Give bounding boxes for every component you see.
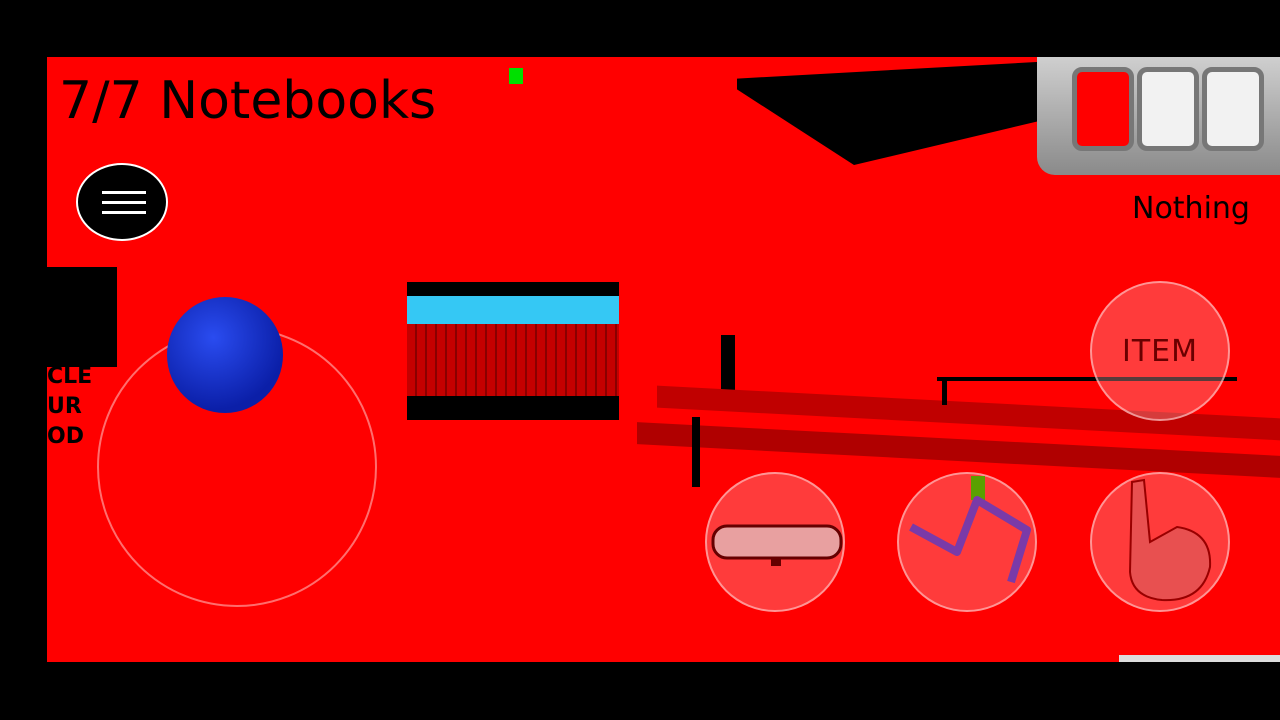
joystick-knob[interactable]: [167, 297, 283, 413]
bottom-bar: [1119, 655, 1280, 662]
item-slots: [1037, 57, 1280, 175]
left-wall-poster: [47, 267, 117, 367]
bench-rail: [937, 377, 1237, 381]
playground-window: [407, 282, 619, 420]
menu-button[interactable]: [76, 163, 168, 241]
game-viewport[interactable]: CLE UR OD 7/7 Notebooks Nothing ITEM: [47, 57, 1280, 662]
wall-text-line: CLE: [47, 364, 93, 389]
fence: [407, 324, 619, 396]
wall-poster-text: CLE UR OD: [47, 362, 92, 452]
interact-button[interactable]: [1090, 472, 1230, 612]
jump-stickman-icon: [909, 476, 1031, 584]
item-slot[interactable]: [1137, 67, 1199, 151]
jump-button[interactable]: [897, 472, 1037, 612]
hand-icon: [1128, 478, 1212, 602]
bench-leg: [692, 417, 700, 487]
item-slot[interactable]: [1202, 67, 1264, 151]
item-button-label: ITEM: [1121, 333, 1198, 369]
item-slot-selected[interactable]: [1072, 67, 1134, 151]
wall-text-line: UR: [47, 394, 82, 419]
wall-text-line: OD: [47, 424, 84, 449]
rear-view-mirror-icon: [711, 524, 843, 566]
look-back-button[interactable]: [705, 472, 845, 612]
bench-post: [721, 335, 735, 405]
indicator-light: [509, 68, 523, 84]
notebook-counter: 7/7 Notebooks: [59, 71, 437, 131]
bench-leg: [942, 379, 947, 405]
item-button[interactable]: ITEM: [1090, 281, 1230, 421]
selected-item-name: Nothing: [1132, 191, 1250, 226]
